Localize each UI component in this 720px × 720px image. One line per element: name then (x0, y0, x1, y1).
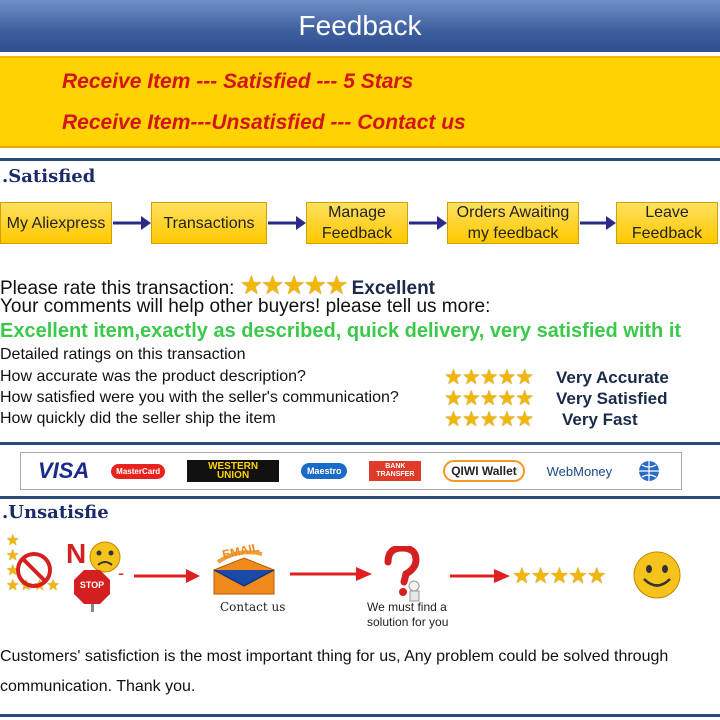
email-envelope-icon (213, 550, 275, 595)
arrow-right-icon (450, 569, 510, 583)
star-icon: ★★★★★ (444, 366, 534, 389)
comment-text: Excellent item,exactly as described, qui… (0, 320, 682, 342)
star-icon: ★★★★★ (239, 270, 349, 300)
rate-row: Please rate this transaction: ★★★★★ Exce… (0, 270, 435, 301)
dash: - (118, 563, 124, 583)
flow-step-leave-feedback: Leave Feedback (616, 202, 718, 244)
bank-transfer-logo: BANK TRANSFER (369, 461, 422, 481)
banner-line-unsatisfied: Receive Item---Unsatisfied --- Contact u… (62, 111, 466, 134)
divider (0, 442, 720, 445)
star-icon: ★★★★★ (444, 387, 534, 410)
comment-prompt: Your comments will help other buyers! pl… (0, 296, 491, 317)
arrow-right-icon (409, 216, 447, 230)
stop-label: STOP (79, 580, 105, 590)
footer-line-1: Customers' satisfiction is the most impo… (0, 648, 669, 665)
maestro-logo: Maestro (300, 463, 348, 479)
divider (0, 158, 720, 161)
star-icon: ★★★★★ (444, 408, 534, 431)
section-title-unsatisfied: .Unsatisfie (2, 502, 109, 523)
footer-line-2: communication. Thank you. (0, 678, 196, 695)
rating-answer: Very Satisfied (556, 389, 668, 408)
arrow-right-icon (580, 216, 616, 230)
rate-value: Excellent (351, 278, 436, 299)
rating-question: How satisfied were you with the seller's… (0, 389, 399, 406)
section-title-satisfied: .Satisfied (2, 166, 96, 187)
mastercard-logo: MasterCard (111, 463, 166, 479)
no-sign-icon (16, 552, 52, 588)
rating-question: How quickly did the seller ship the item (0, 410, 276, 427)
flow-step-transactions: Transactions (151, 202, 267, 244)
arrow-right-icon (268, 216, 306, 230)
contact-us-label: Contact us (220, 600, 286, 614)
flow-step-my-aliexpress: My Aliexpress (0, 202, 112, 244)
western-union-logo: WESTERN UNION (187, 460, 280, 482)
rating-answer: Very Accurate (556, 368, 669, 387)
question-mark-icon (384, 546, 420, 602)
qiwi-wallet-logo: QIWI Wallet (443, 460, 525, 482)
smiley-face-icon (633, 551, 681, 599)
arrow-right-icon (113, 216, 151, 230)
rate-prompt: Please rate this transaction: (0, 278, 235, 299)
rating-question: How accurate was the product description… (0, 368, 306, 385)
globe-icon (639, 461, 660, 481)
rating-answer: Very Fast (562, 410, 638, 429)
stop-sign-icon (74, 570, 110, 612)
detailed-ratings-title: Detailed ratings on this transaction (0, 346, 246, 363)
banner-line-satisfied: Receive Item --- Satisfied --- 5 Stars (62, 70, 414, 93)
flow-step-manage-feedback: Manage Feedback (306, 202, 408, 244)
no-letter: N (66, 538, 87, 569)
webmoney-logo: WebMoney (546, 463, 613, 479)
solution-label: We must find a solution for you (367, 600, 449, 629)
sad-face-icon (89, 541, 121, 573)
banner: Receive Item --- Satisfied --- 5 Stars R… (0, 56, 720, 148)
divider (0, 496, 720, 499)
payment-methods-bar: VISA MasterCard WESTERN UNION Maestro BA… (20, 452, 682, 490)
arrow-right-icon (134, 569, 200, 583)
flow-step-orders-awaiting: Orders Awaiting my feedback (447, 202, 579, 244)
divider (0, 714, 720, 717)
visa-logo: VISA (37, 458, 90, 483)
arrow-right-icon (290, 567, 372, 581)
page-title: Feedback (0, 0, 720, 52)
star-icon: ★★★★★ (512, 563, 607, 588)
